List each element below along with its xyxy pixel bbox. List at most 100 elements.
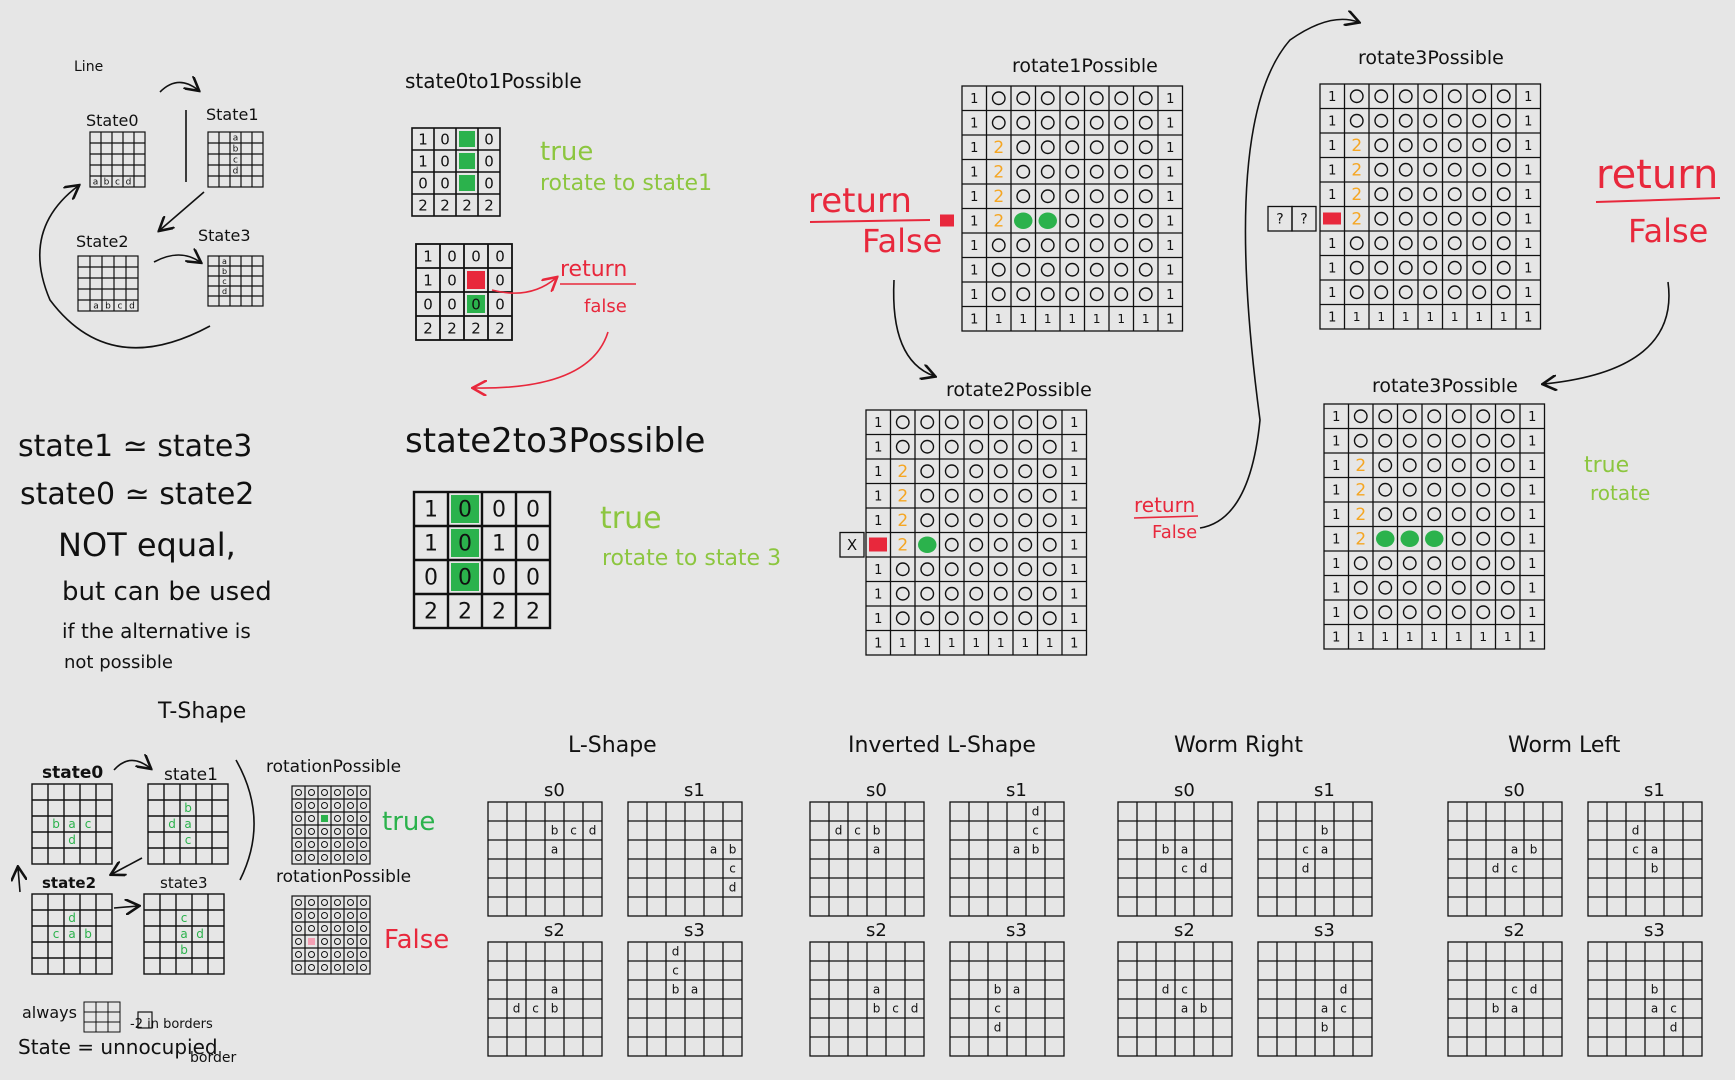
empty-dot xyxy=(295,815,302,822)
empty-dot xyxy=(1500,580,1515,595)
rotate-to-state3-note: rotate to state 3 xyxy=(602,546,781,571)
empty-dot xyxy=(1374,187,1389,202)
state-label: s3 xyxy=(684,920,705,941)
empty-dot xyxy=(1114,213,1129,228)
return-small-underline xyxy=(1133,515,1199,519)
border-cell: 1 xyxy=(1332,581,1340,596)
border-cell: 1 xyxy=(874,514,882,529)
border-cell: 1 xyxy=(1406,630,1414,644)
empty-dot xyxy=(1472,162,1487,177)
empty-dot xyxy=(321,854,328,861)
border-cell: 1 xyxy=(1328,163,1336,178)
rotate2-grid: 1111121121121121111111111111111X xyxy=(839,409,1088,656)
orange-two: 2 xyxy=(993,187,1004,207)
orange-two: 2 xyxy=(1355,481,1366,501)
border-cell: 1 xyxy=(923,636,931,650)
empty-dot xyxy=(1042,537,1057,552)
border-cell: 1 xyxy=(1166,214,1174,229)
cell-letter: c xyxy=(115,178,120,188)
empty-dot xyxy=(334,789,341,796)
cell-value: 2 xyxy=(471,319,481,337)
empty-dot xyxy=(1476,556,1491,571)
empty-dot xyxy=(1018,562,1033,577)
cell-letter: a xyxy=(68,817,75,831)
empty-dot xyxy=(1040,115,1055,130)
cell-letter: a xyxy=(222,257,227,266)
cell-letter: a xyxy=(1321,843,1328,857)
empty-dot xyxy=(993,586,1008,601)
empty-dot xyxy=(1402,409,1417,424)
empty-dot xyxy=(1018,464,1033,479)
cell-letter: a xyxy=(180,927,187,941)
green-cell xyxy=(321,815,328,822)
empty-dot xyxy=(1451,605,1466,620)
cell-letter: b xyxy=(52,817,60,831)
border-cell: 1 xyxy=(1070,416,1078,431)
rotation-possible-2: rotationPossible xyxy=(276,867,411,887)
cell-letter: c xyxy=(1340,1002,1347,1016)
green-cell xyxy=(459,153,475,169)
cell-letter: c xyxy=(570,824,577,838)
orange-two: 2 xyxy=(897,536,908,556)
border-cell: 1 xyxy=(1426,310,1434,324)
cell-letter: a xyxy=(93,178,99,188)
border-cell: 1 xyxy=(1353,310,1361,324)
empty-dot xyxy=(1089,140,1104,155)
border-cell: 1 xyxy=(1528,581,1536,596)
empty-dot xyxy=(1374,211,1389,226)
cell-letter: a xyxy=(1321,1002,1328,1016)
border-cell: 1 xyxy=(1328,261,1336,276)
empty-dot xyxy=(1042,488,1057,503)
cell-value: 1 xyxy=(492,532,506,557)
cell-value: 0 xyxy=(447,247,457,265)
empty-dot xyxy=(1402,580,1417,595)
true-label-23: true xyxy=(600,501,662,536)
empty-dot xyxy=(334,802,341,809)
state-label: s0 xyxy=(866,780,887,801)
cell-letter: b xyxy=(551,1002,559,1016)
return-left-underline xyxy=(809,219,931,223)
empty-dot xyxy=(295,828,302,835)
cell-value: 0 xyxy=(484,174,494,192)
empty-dot xyxy=(1065,287,1080,302)
empty-dot xyxy=(347,828,354,835)
cell-letter: b xyxy=(994,983,1002,997)
rotation-possible-false-grid xyxy=(291,895,371,975)
empty-dot xyxy=(1018,537,1033,552)
cell-letter: c xyxy=(1181,983,1188,997)
empty-dot xyxy=(1040,164,1055,179)
border-cell: 1 xyxy=(970,92,978,107)
border-cell: 1 xyxy=(1046,636,1054,650)
red-marker xyxy=(940,214,954,227)
empty-dot xyxy=(347,899,354,906)
border-cell: 1 xyxy=(874,636,882,651)
empty-dot xyxy=(321,951,328,958)
cell-letter: d xyxy=(835,824,843,838)
empty-dot xyxy=(334,938,341,945)
rotate3-title-top: rotate3Possible xyxy=(1358,47,1504,69)
empty-dot xyxy=(1138,164,1153,179)
empty-dot xyxy=(1138,140,1153,155)
border-cell: 1 xyxy=(874,587,882,602)
border-cell: 1 xyxy=(1475,310,1483,324)
empty-dot xyxy=(321,964,328,971)
false-label-01: false xyxy=(584,296,627,317)
border-cell: 1 xyxy=(1332,606,1340,621)
empty-dot xyxy=(1042,464,1057,479)
empty-dot xyxy=(1500,556,1515,571)
empty-dot xyxy=(1427,556,1442,571)
empty-dot xyxy=(944,464,959,479)
empty-dot xyxy=(1447,285,1462,300)
empty-dot xyxy=(360,789,367,796)
border-cell: 1 xyxy=(1117,312,1125,326)
border-cell: 1 xyxy=(1332,630,1340,645)
empty-dot xyxy=(347,938,354,945)
cell-letter: c xyxy=(1632,843,1639,857)
empty-dot xyxy=(1447,260,1462,275)
